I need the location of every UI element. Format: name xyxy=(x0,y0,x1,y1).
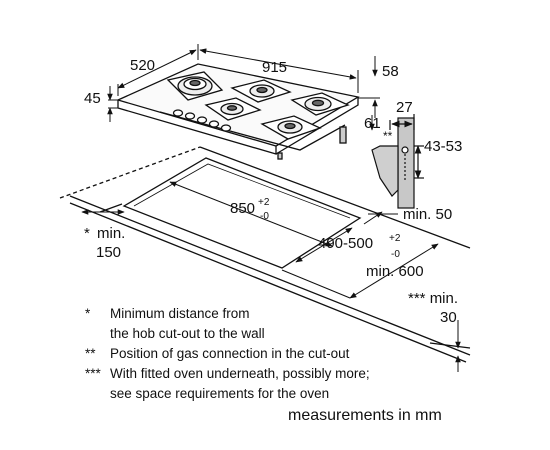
label-bracket-range: 43-53 xyxy=(424,138,462,155)
note-3-line-1: With fitted oven underneath, possibly mo… xyxy=(110,366,370,381)
units-label: measurements in mm xyxy=(288,407,442,424)
label-oven-marker: *** min. xyxy=(408,290,458,307)
label-min-back: min. 50 xyxy=(403,206,452,223)
note-3-symbol: *** xyxy=(85,366,102,381)
label-cutout-depth-tol-plus: +2 xyxy=(389,233,401,244)
note-2-line-1: Position of gas connection in the cut-ou… xyxy=(110,346,350,361)
knob-5 xyxy=(220,124,232,132)
hob-foot-right xyxy=(339,126,347,144)
burner-right-back xyxy=(290,92,350,116)
label-cutout-width: 850 xyxy=(230,200,255,217)
label-right-depth: 61 xyxy=(364,115,381,132)
bracket-clamp xyxy=(371,145,399,197)
label-cutout-depth: 490-500 xyxy=(318,235,373,252)
knob-2 xyxy=(184,112,196,120)
label-gas-offset: 27 xyxy=(396,99,413,116)
counter-back-edge xyxy=(199,146,471,249)
label-oven-min-value: 30 xyxy=(440,309,457,326)
hob-dimension-lines xyxy=(107,44,380,131)
label-hob-width: 915 xyxy=(262,59,287,76)
dimension-labels: 520 915 45 58 61 27 ** 43-53 850 +2 -0 4… xyxy=(84,57,462,326)
wall-min-label: min. xyxy=(97,225,125,242)
dim-line-hob-depth xyxy=(117,49,197,89)
dim-line-min-front xyxy=(349,243,439,299)
counter-front-lower xyxy=(69,202,467,363)
hob-illustration xyxy=(116,63,360,160)
label-hob-depth: 520 xyxy=(130,57,155,74)
label-min-front: min. 600 xyxy=(366,263,424,280)
dim-line-hob-width xyxy=(199,48,357,80)
gas-bracket-detail xyxy=(371,114,424,209)
burner-right-front xyxy=(260,115,322,140)
wall-line xyxy=(99,203,123,213)
cutout-width-value: 850 xyxy=(230,200,255,217)
wall-marker: * xyxy=(84,225,90,242)
note-2-symbol: ** xyxy=(85,346,96,361)
control-knobs xyxy=(172,109,232,132)
knob-1 xyxy=(172,109,184,117)
note-3-line-2: see space requirements for the oven xyxy=(110,386,329,401)
label-height-left: 45 xyxy=(84,90,101,107)
counter-back-dashed xyxy=(59,146,201,199)
burner-middle-back xyxy=(230,79,292,103)
knob-4 xyxy=(208,120,220,128)
label-wall-marker: * min. xyxy=(84,225,125,242)
oven-min-label: min. xyxy=(430,290,458,307)
label-right-top: 58 xyxy=(382,63,399,80)
hob-housing xyxy=(159,111,346,151)
note-1-line-1: Minimum distance from xyxy=(110,306,250,321)
oven-top-line xyxy=(429,342,471,349)
oven-marker: *** xyxy=(408,290,426,307)
label-cutout-width-tol-plus: +2 xyxy=(258,197,270,208)
gas-connection-point xyxy=(401,146,409,154)
hob-foot-left xyxy=(277,152,283,160)
dim-line-cutout-depth xyxy=(295,227,353,263)
hob-front-edge xyxy=(117,100,277,155)
counter-front-edge xyxy=(69,195,471,356)
label-cutout-width-tol-minus: -0 xyxy=(260,211,269,222)
hob-right-edge xyxy=(275,97,359,155)
bracket-body xyxy=(397,117,415,209)
label-gas-marker: ** xyxy=(383,129,393,143)
knob-3 xyxy=(196,116,208,124)
burner-middle-front xyxy=(204,97,262,121)
label-wall-min-value: 150 xyxy=(96,244,121,261)
footnotes: * Minimum distance from the hob cut-out … xyxy=(85,306,442,424)
note-1-symbol: * xyxy=(85,306,91,321)
cutout-dimension-lines xyxy=(81,181,461,372)
note-1-line-2: the hob cut-out to the wall xyxy=(110,326,265,341)
label-cutout-depth-tol-minus: -0 xyxy=(391,249,400,260)
